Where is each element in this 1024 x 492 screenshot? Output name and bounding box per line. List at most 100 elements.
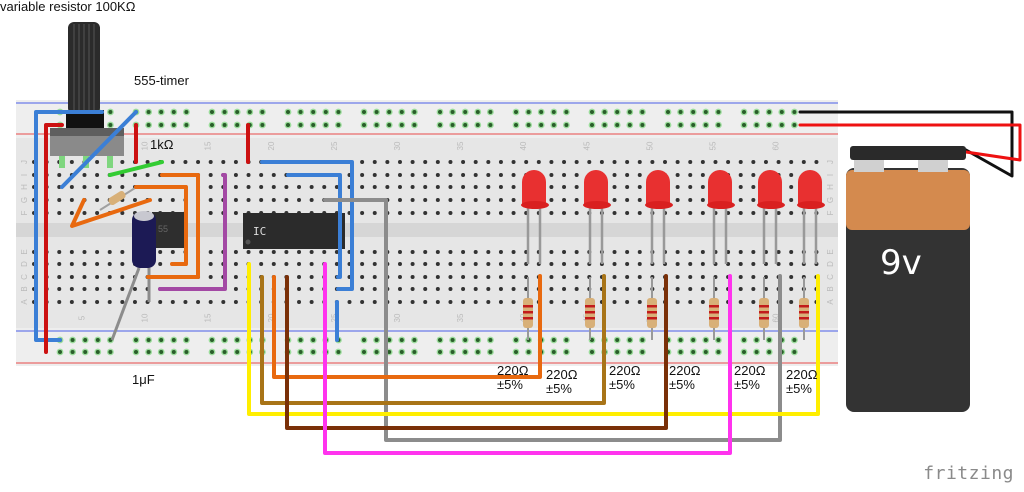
rail-hole	[514, 350, 518, 354]
breadboard-hole	[789, 287, 794, 291]
breadboard-hole	[297, 198, 302, 202]
ic-chip	[243, 213, 345, 249]
breadboard-hole	[574, 262, 579, 266]
row-letter: I	[20, 174, 29, 176]
breadboard-hole	[738, 198, 743, 202]
breadboard-hole	[385, 173, 390, 177]
rail-hole	[134, 338, 138, 342]
battery-connector	[850, 146, 966, 160]
column-number: 60	[772, 313, 781, 322]
rail-hole	[260, 123, 265, 127]
column-number: 15	[204, 141, 213, 150]
breadboard-hole	[448, 198, 453, 202]
resistor-value: 220Ω	[609, 363, 641, 378]
breadboard-hole	[410, 300, 415, 304]
rail-hole	[235, 123, 240, 127]
rail-hole	[83, 338, 88, 342]
breadboard-hole	[208, 198, 213, 202]
rail-hole	[602, 123, 607, 127]
row-letter: A	[20, 299, 29, 305]
breadboard-hole	[738, 173, 743, 177]
rail-hole	[590, 350, 594, 354]
breadboard-hole	[69, 160, 74, 164]
rail-hole	[627, 110, 632, 114]
rail-hole	[323, 123, 328, 127]
rail-hole	[564, 123, 569, 127]
rail-hole	[754, 350, 759, 354]
breadboard-hole	[675, 300, 680, 304]
breadboard-hole	[372, 250, 377, 254]
red-led-base	[521, 201, 549, 209]
breadboard-hole	[549, 185, 554, 189]
resistor-band	[759, 317, 769, 320]
breadboard-hole	[625, 211, 630, 215]
breadboard-hole	[688, 262, 693, 266]
rail-hole	[70, 350, 75, 354]
breadboard-hole	[435, 287, 440, 291]
breadboard-hole	[120, 262, 125, 266]
rail-hole	[754, 338, 759, 342]
rail-hole	[691, 123, 696, 127]
rail-hole	[184, 123, 189, 127]
rail-hole	[615, 338, 620, 342]
breadboard-hole	[82, 211, 87, 215]
breadboard-hole	[486, 198, 491, 202]
rail-hole	[627, 338, 632, 342]
red-led-base	[707, 201, 735, 209]
resistor-tolerance: ±5%	[786, 381, 812, 396]
column-number: 10	[141, 313, 150, 322]
breadboard-hole	[158, 198, 163, 202]
rail-hole	[399, 338, 404, 342]
rail-hole	[463, 338, 468, 342]
rail-hole	[362, 350, 366, 354]
rail-hole	[311, 338, 316, 342]
breadboard-hole	[511, 262, 516, 266]
rail-hole	[703, 350, 708, 354]
breadboard-hole	[486, 262, 491, 266]
rail-hole	[615, 110, 620, 114]
column-number: 20	[267, 313, 276, 322]
breadboard-hole	[700, 173, 705, 177]
rail-hole	[792, 123, 797, 127]
rail-hole	[374, 350, 379, 354]
rail-hole	[450, 350, 455, 354]
breadboard-hole	[562, 300, 567, 304]
breadboard-hole	[612, 211, 617, 215]
breadboard-hole	[170, 300, 175, 304]
rail-hole	[70, 338, 75, 342]
rail-hole	[475, 338, 480, 342]
breadboard-hole	[183, 160, 188, 164]
breadboard-hole	[397, 250, 402, 254]
wire-blue-ic-1	[260, 160, 354, 291]
breadboard-hole	[751, 160, 756, 164]
top-power-rail	[16, 100, 838, 138]
bottom-power-rail	[16, 328, 838, 366]
breadboard-hole	[612, 275, 617, 279]
rail-hole	[336, 350, 341, 354]
breadboard-hole	[69, 300, 74, 304]
breadboard-hole	[511, 250, 516, 254]
breadboard-hole	[410, 185, 415, 189]
ic-pin1-marker	[245, 239, 251, 245]
breadboard-hole	[297, 300, 302, 304]
breadboard-hole	[625, 287, 630, 291]
rail-hole	[551, 338, 556, 342]
wire-yellow	[247, 262, 820, 416]
rail-hole	[412, 110, 417, 114]
wire-brown	[285, 274, 668, 430]
row-letter: J	[826, 160, 835, 164]
breadboard-hole	[397, 173, 402, 177]
breadboard-hole	[95, 211, 100, 215]
rail-hole	[95, 338, 100, 342]
rail-hole	[488, 338, 493, 342]
column-number: 50	[645, 141, 654, 150]
breadboard-hole	[132, 300, 137, 304]
rail-hole	[387, 350, 392, 354]
breadboard-hole	[625, 198, 630, 202]
breadboard-hole	[751, 262, 756, 266]
breadboard-hole	[625, 160, 630, 164]
breadboard-hole	[423, 262, 428, 266]
capacitor-leg	[110, 267, 141, 341]
breadboard-hole	[246, 250, 251, 254]
rail-hole	[678, 338, 683, 342]
